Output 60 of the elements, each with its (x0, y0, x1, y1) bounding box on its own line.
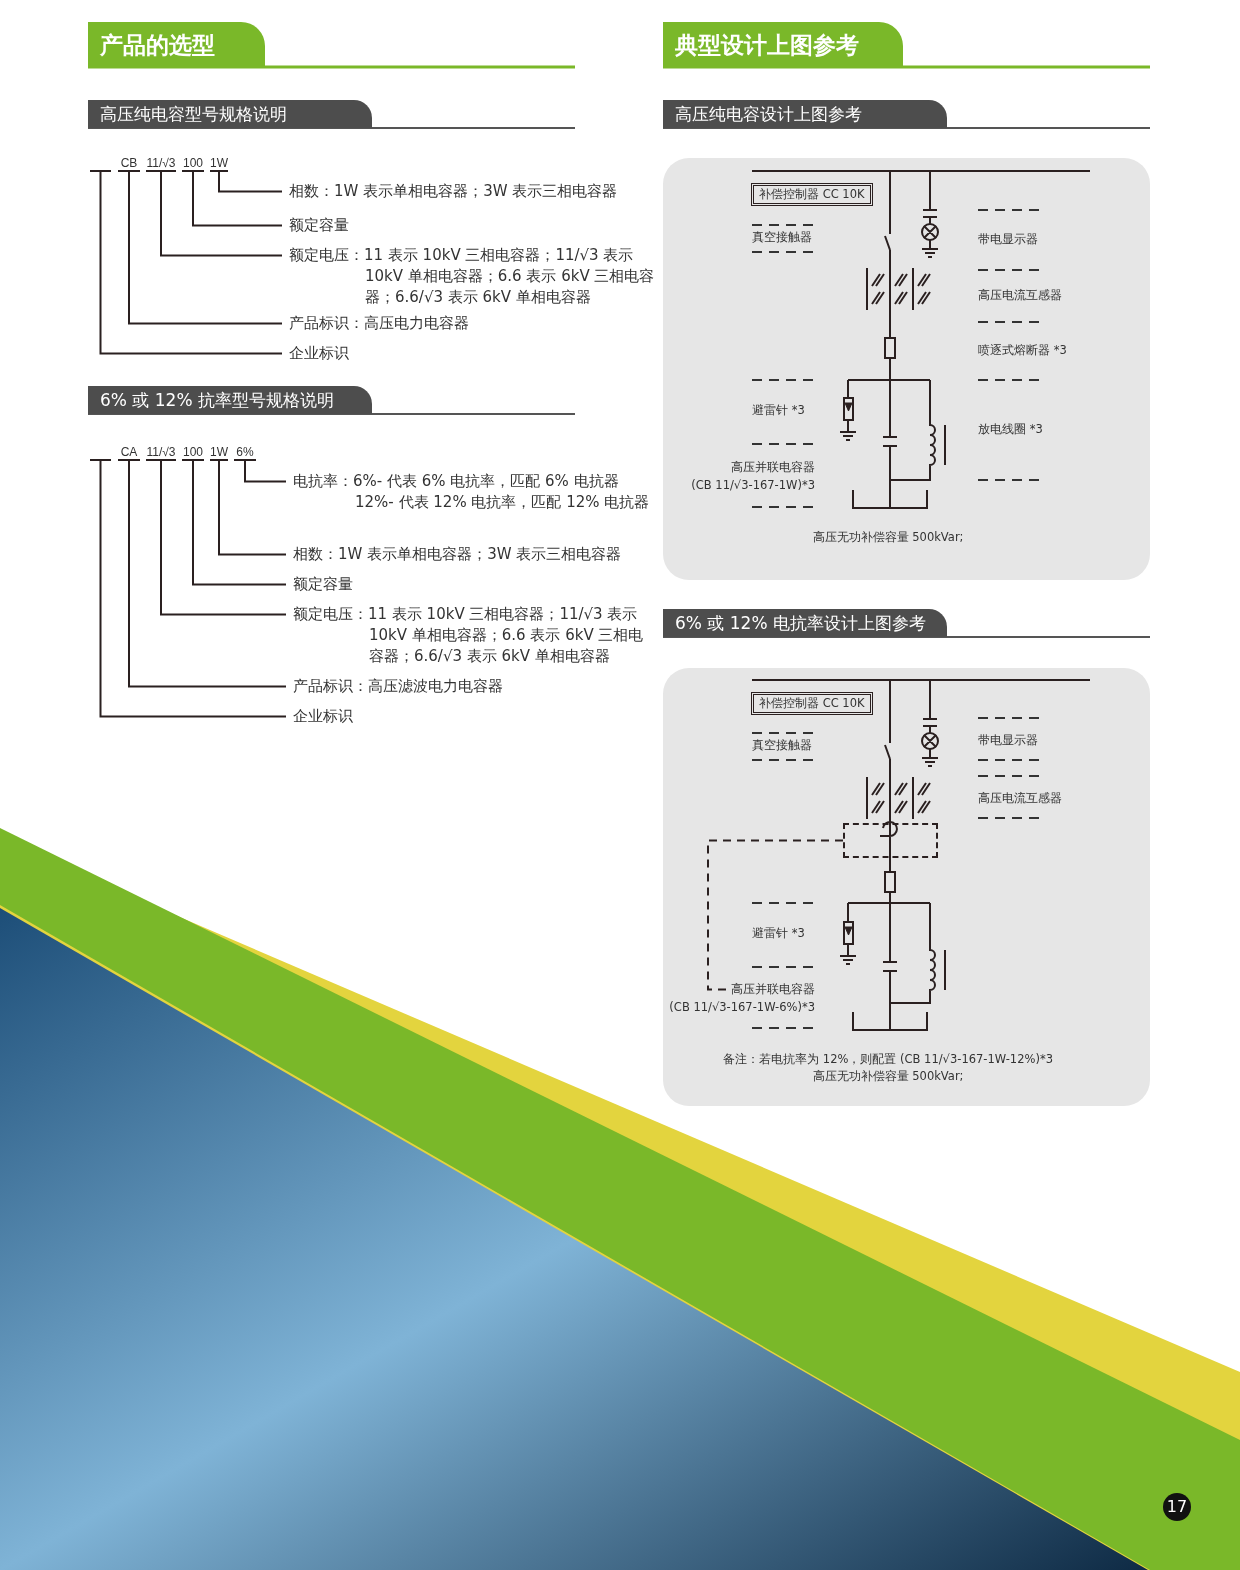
code-segment: 11/√3 (146, 156, 176, 172)
component-label: 真空接触器 (752, 230, 812, 245)
dashed-connector (707, 839, 844, 991)
controller-box: 补偿控制器 CC 10K (751, 692, 873, 715)
subheading-tab: 6% 或 12% 电抗率设计上图参考 (663, 609, 947, 637)
subheading-tab: 高压纯电容型号规格说明 (88, 100, 372, 128)
code-segment: CB (118, 156, 140, 172)
description-text: 电抗率：6%- 代表 6% 电抗率，匹配 6% 电抗器 12%- 代表 12% 电抗率，匹配 12% 电抗器 (286, 471, 658, 513)
component-label: 带电显示器 (978, 232, 1038, 247)
component-label: 真空接触器 (752, 738, 812, 753)
code-segment: 6% (234, 445, 256, 461)
code-tick (90, 170, 111, 172)
code-segment: CA (118, 445, 140, 461)
section-heading-tab: 产品的选型 (88, 22, 265, 68)
leader-line (99, 171, 283, 355)
section-heading-tab: 典型设计上图参考 (663, 22, 903, 68)
description-text: 额定容量 (282, 215, 662, 236)
code-segment: 11/√3 (146, 445, 176, 461)
leader-line (192, 171, 283, 227)
description-text: 相数：1W 表示单相电容器；3W 表示三相电容器 (282, 181, 662, 202)
description-text: 额定电压：11 表示 10kV 三相电容器；11/√3 表示 10kV 单相电容器；6.6 表示 6kV 三相电容器；6.6/√3 表示 6kV 单相电容器 (282, 245, 662, 308)
leader-line (160, 460, 287, 616)
component-label: 避雷针 *3 (752, 926, 805, 941)
code-tick (90, 459, 111, 461)
leader-line (244, 460, 287, 483)
description-text: 企业标识 (282, 343, 662, 364)
description-text: 企业标识 (286, 706, 658, 727)
component-label: 高压并联电容器 (731, 982, 815, 997)
component-label: 高压电流互感器 (978, 288, 1062, 303)
description-text: 额定容量 (286, 574, 658, 595)
leader-line (218, 460, 287, 556)
description-text: 额定电压：11 表示 10kV 三相电容器；11/√3 表示 10kV 单相电容器；6.6 表示 6kV 三相电容器；6.6/√3 表示 6kV 单相电容器 (286, 604, 658, 667)
leader-line (160, 171, 283, 257)
code-segment: 1W (210, 445, 228, 461)
model-label: (CB 11/√3-167-1W-6%)*3 (669, 1000, 815, 1015)
model-label: (CB 11/√3-167-1W)*3 (691, 478, 815, 493)
controller-box: 补偿控制器 CC 10K (751, 183, 873, 206)
dashed-box (843, 823, 938, 858)
note-text: 高压无功补偿容量 500kVar; (811, 530, 965, 545)
code-segment: 100 (182, 445, 204, 461)
leader-line (192, 460, 287, 586)
subheading-tab: 6% 或 12% 抗率型号规格说明 (88, 386, 372, 414)
note-text: 备注：若电抗率为 12%，则配置 (CB 11/√3-167-1W-12%)*3 (722, 1052, 1054, 1067)
description-text: 产品标识：高压滤波电力电容器 (286, 676, 658, 697)
component-label: 放电线圈 *3 (978, 422, 1043, 437)
subheading-tab: 高压纯电容设计上图参考 (663, 100, 947, 128)
component-label: 避雷针 *3 (752, 403, 805, 418)
description-text: 产品标识：高压电力电容器 (282, 313, 662, 334)
leader-line (99, 460, 287, 718)
component-label: 高压电流互感器 (978, 791, 1062, 806)
model-label: 高压并联电容器 (731, 460, 815, 475)
leader-line (218, 171, 283, 193)
code-segment: 100 (182, 156, 204, 172)
component-label: 喷逐式熔断器 *3 (978, 343, 1067, 358)
component-label: 带电显示器 (978, 733, 1038, 748)
leader-line (128, 171, 283, 325)
code-segment: 1W (210, 156, 228, 172)
note-text: 高压无功补偿容量 500kVar; (811, 1069, 965, 1084)
leader-line (128, 460, 287, 688)
description-text: 相数：1W 表示单相电容器；3W 表示三相电容器 (286, 544, 658, 565)
